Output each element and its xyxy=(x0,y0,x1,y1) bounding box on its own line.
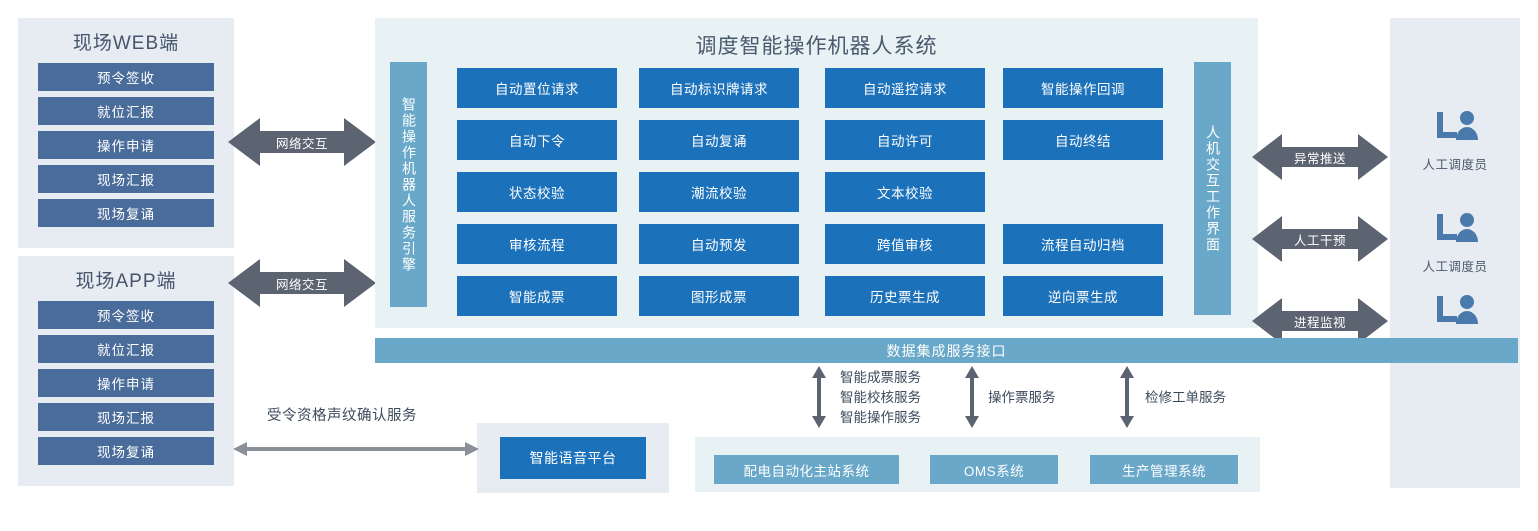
exception-push-arrow: 异常推送 xyxy=(1252,130,1388,184)
maintenance-order-service-arrow xyxy=(1118,366,1136,433)
function-box[interactable]: 智能成票 xyxy=(457,276,617,316)
operation-ticket-service-arrow xyxy=(963,366,981,433)
app-client-button[interactable]: 现场汇报 xyxy=(38,403,214,431)
dispatcher-icon xyxy=(1437,213,1478,242)
human-machine-interface-bar: 人机交互工作界面 xyxy=(1194,62,1231,315)
system-box-oms[interactable]: OMS系统 xyxy=(930,455,1058,484)
function-box[interactable]: 历史票生成 xyxy=(825,276,985,316)
function-box[interactable]: 自动置位请求 xyxy=(457,68,617,108)
app-network-arrow: 网络交互 xyxy=(228,254,376,312)
system-box-distribution[interactable]: 配电自动化主站系统 xyxy=(714,455,899,484)
app-client-title: 现场APP端 xyxy=(75,271,177,292)
app-client-button[interactable]: 操作申请 xyxy=(38,369,214,397)
function-box[interactable]: 自动预发 xyxy=(639,224,799,264)
function-box[interactable]: 审核流程 xyxy=(457,224,617,264)
web-network-arrow: 网络交互 xyxy=(228,113,376,171)
function-box[interactable]: 自动终结 xyxy=(1003,120,1163,160)
dispatcher-label: 人工调度员 xyxy=(1422,260,1488,274)
app-client-button[interactable]: 就位汇报 xyxy=(38,335,214,363)
dispatcher-panel: 人工调度员 人工调度员 人工调度员 xyxy=(1390,18,1520,488)
web-client-button[interactable]: 现场复诵 xyxy=(38,199,214,227)
function-box[interactable]: 自动复诵 xyxy=(639,120,799,160)
process-monitor-arrow: 进程监视 xyxy=(1252,294,1388,348)
data-integration-bar: 数据集成服务接口 xyxy=(375,338,1518,363)
function-box[interactable]: 流程自动归档 xyxy=(1003,224,1163,264)
operation-ticket-service-label: 操作票服务 xyxy=(988,390,1056,405)
dispatcher-label: 人工调度员 xyxy=(1422,158,1488,172)
dispatcher-icon xyxy=(1437,111,1478,140)
dispatcher-icon xyxy=(1437,295,1478,324)
exception-push-arrow-label: 异常推送 xyxy=(1293,151,1346,166)
voice-confirm-label: 受令资格声纹确认服务 xyxy=(267,408,417,424)
app-client-button[interactable]: 预令签收 xyxy=(38,301,214,329)
function-box[interactable]: 自动标识牌请求 xyxy=(639,68,799,108)
web-client-button[interactable]: 操作申请 xyxy=(38,131,214,159)
web-client-panel: 现场WEB端 预令签收 就位汇报 操作申请 现场汇报 现场复诵 xyxy=(18,18,234,248)
function-box[interactable]: 文本校验 xyxy=(825,172,985,212)
dispatcher-item[interactable]: 人工调度员 xyxy=(1390,108,1520,173)
web-client-title: 现场WEB端 xyxy=(72,33,180,54)
manual-intervention-arrow-label: 人工干预 xyxy=(1293,233,1346,248)
web-client-button[interactable]: 现场汇报 xyxy=(38,165,214,193)
process-monitor-arrow-label: 进程监视 xyxy=(1293,315,1346,330)
function-box[interactable]: 状态校验 xyxy=(457,172,617,212)
web-client-button[interactable]: 预令签收 xyxy=(38,63,214,91)
function-box[interactable]: 潮流校验 xyxy=(639,172,799,212)
function-box[interactable]: 自动遥控请求 xyxy=(825,68,985,108)
app-network-arrow-label: 网络交互 xyxy=(275,277,328,292)
manual-intervention-arrow: 人工干预 xyxy=(1252,212,1388,266)
page-title: 调度智能操作机器人系统 xyxy=(695,35,938,58)
voice-confirm-arrow xyxy=(233,440,479,458)
web-client-button[interactable]: 就位汇报 xyxy=(38,97,214,125)
dispatcher-item[interactable]: 人工调度员 xyxy=(1390,210,1520,275)
web-network-arrow-label: 网络交互 xyxy=(275,136,328,151)
robot-service-engine-bar: 智能操作机器人服务引擎 xyxy=(390,62,427,307)
function-box[interactable]: 自动许可 xyxy=(825,120,985,160)
function-box[interactable]: 逆向票生成 xyxy=(1003,276,1163,316)
app-client-button[interactable]: 现场复诵 xyxy=(38,437,214,465)
voice-platform-box[interactable]: 智能语音平台 xyxy=(500,437,646,479)
intelligent-ticket-service-label: 智能成票服务 智能校核服务 智能操作服务 xyxy=(840,370,921,425)
intelligent-ticket-service-arrow xyxy=(810,366,828,433)
function-box[interactable]: 跨值审核 xyxy=(825,224,985,264)
app-client-panel: 现场APP端 预令签收 就位汇报 操作申请 现场汇报 现场复诵 xyxy=(18,256,234,486)
maintenance-order-service-label: 检修工单服务 xyxy=(1145,390,1226,405)
system-box-production[interactable]: 生产管理系统 xyxy=(1090,455,1238,484)
function-box[interactable]: 图形成票 xyxy=(639,276,799,316)
function-box[interactable]: 智能操作回调 xyxy=(1003,68,1163,108)
function-box[interactable]: 自动下令 xyxy=(457,120,617,160)
